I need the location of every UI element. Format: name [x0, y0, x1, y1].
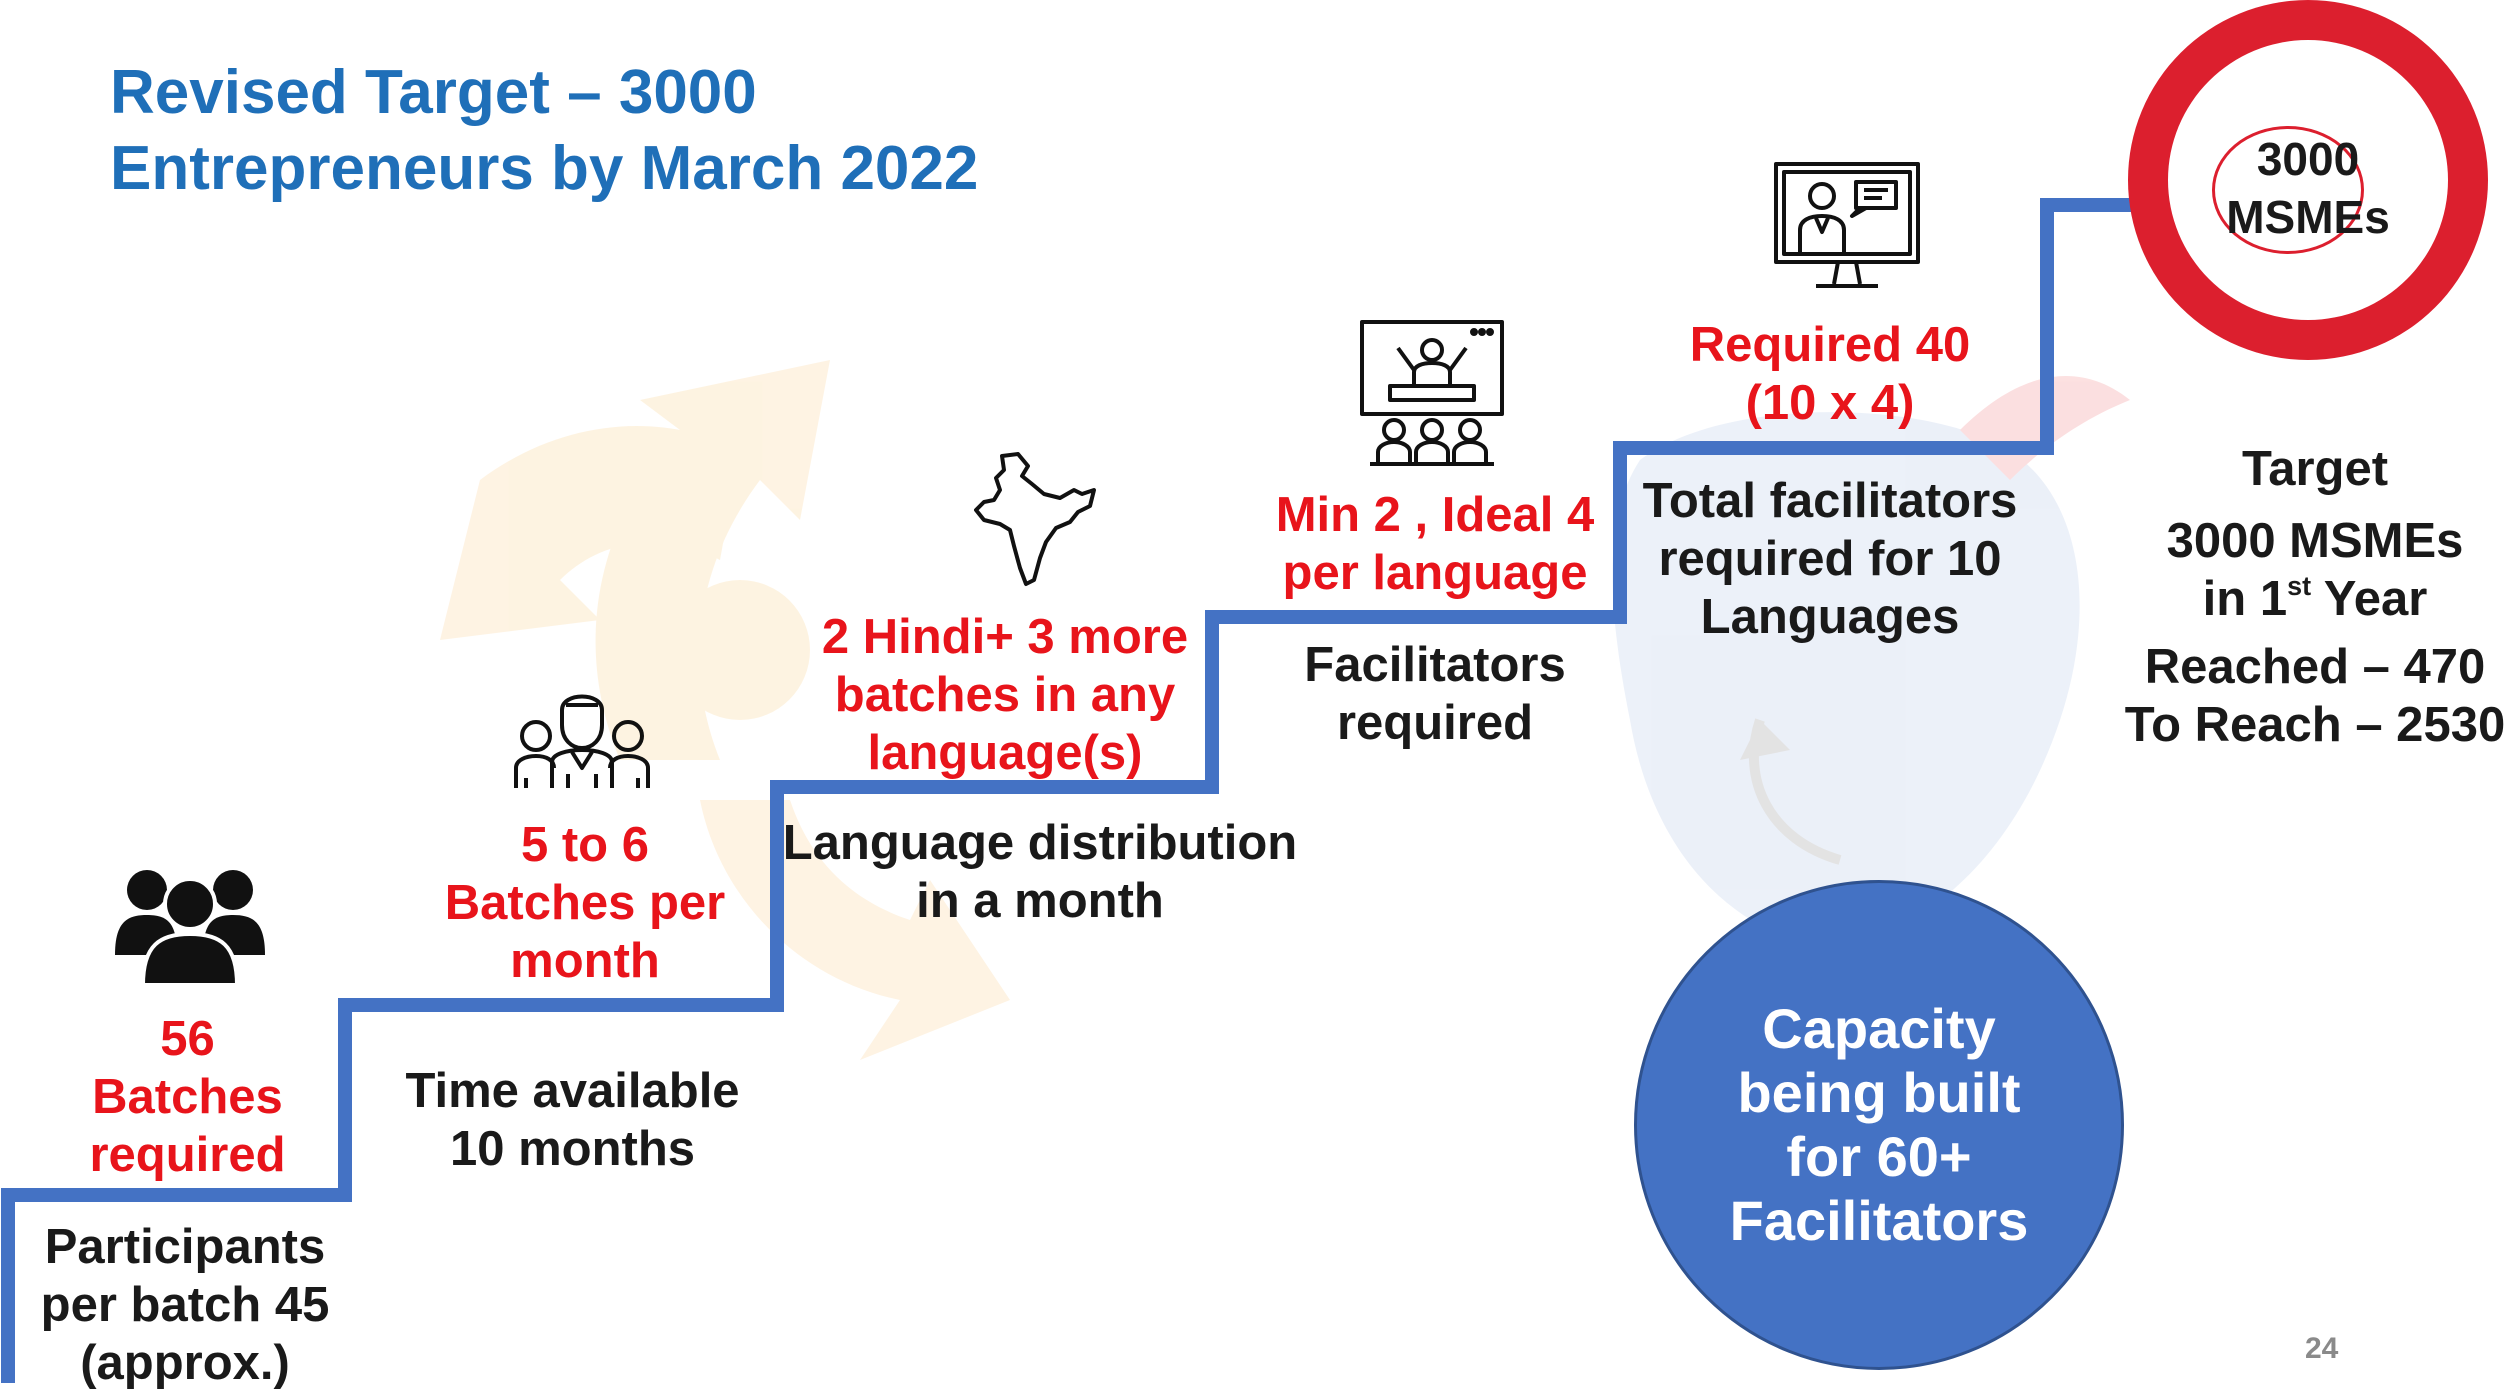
- title-line-2: Entrepreneurs by March 2022: [110, 134, 979, 203]
- online-trainer-icon: [1772, 160, 1922, 295]
- step-2-label: Time available 10 months: [380, 1062, 765, 1178]
- step-3-label-line: Language distribution: [782, 816, 1298, 870]
- step-2-label-line: Time available: [405, 1064, 740, 1118]
- step-3-label: Language distribution in a month: [775, 814, 1305, 930]
- capacity-line: Capacity: [1762, 997, 1996, 1060]
- step-5-label-line: Languages: [1700, 590, 1960, 644]
- step-4-label: Facilitators required: [1255, 636, 1615, 752]
- target-inner-outline: [2212, 126, 2364, 254]
- target-line-2-prefix: in 1: [2202, 572, 2288, 626]
- step-4-value-line: per language: [1282, 546, 1588, 600]
- capacity-text: Capacity being built for 60+ Facilitator…: [1689, 997, 2069, 1253]
- target-line-1: 3000 MSMEs: [2166, 514, 2464, 568]
- step-2-value-line: month: [510, 934, 660, 988]
- step-2-value-line: Batches per: [444, 876, 726, 930]
- step-3-value-line: 2 Hindi+ 3 more: [821, 610, 1189, 664]
- target-line-2: in 1st Year: [2110, 570, 2509, 628]
- classroom-presenter-icon: [1358, 318, 1506, 468]
- target-heading: Target: [2241, 442, 2389, 496]
- step-5-label-line: Total facilitators: [1642, 474, 2018, 528]
- capacity-line: being built: [1737, 1061, 2021, 1124]
- step-5-value: Required 40 (10 x 4): [1630, 316, 2030, 432]
- step-5-label-block: Total facilitators required for 10 Langu…: [1615, 472, 2045, 646]
- step-1-value-line: Batches: [92, 1070, 283, 1124]
- step-5-value-line: (10 x 4): [1745, 376, 1915, 430]
- step-3-value-line: language(s): [867, 726, 1143, 780]
- step-5-value-line: Required 40: [1689, 318, 1971, 372]
- capacity-line: for 60+: [1786, 1125, 1972, 1188]
- step-3-value-line: batches in any: [834, 668, 1176, 722]
- step-4-value-line: Min 2 , Ideal 4: [1275, 488, 1595, 542]
- page-number: 24: [2305, 1332, 2339, 1365]
- step-4-value: Min 2 , Ideal 4 per language: [1245, 486, 1625, 602]
- target-reached: Reached – 470: [2144, 640, 2486, 694]
- capacity-circle: Capacity being built for 60+ Facilitator…: [1634, 880, 2124, 1370]
- title-line-1: Revised Target – 3000: [110, 58, 757, 127]
- target-line-2-suffix: Year: [2311, 572, 2428, 626]
- step-1-label-line: Participants: [44, 1220, 326, 1274]
- target-ring-line: 3000: [2256, 133, 2360, 185]
- target-line-2-sup: st: [2287, 570, 2312, 601]
- step-2-value-line: 5 to 6: [521, 818, 649, 872]
- step-4-label-line: required: [1336, 696, 1534, 750]
- group-icon: [115, 860, 265, 985]
- step-3-value: 2 Hindi+ 3 more batches in any language(…: [805, 608, 1205, 782]
- target-ring-label: 3000 MSMEs: [2188, 130, 2428, 246]
- step-1-label-line: per batch 45: [40, 1278, 330, 1332]
- india-map-icon: [970, 450, 1100, 590]
- page-title: Revised Target – 3000 Entrepreneurs by M…: [110, 55, 1210, 207]
- step-2-value: 5 to 6 Batches per month: [410, 816, 760, 990]
- target-summary: Target 3000 MSMEs in 1st Year Reached – …: [2110, 440, 2509, 754]
- step-2-label-line: 10 months: [449, 1122, 696, 1176]
- step-1-value-line: 56: [160, 1012, 215, 1066]
- step-5-label-line: required for 10: [1658, 532, 2002, 586]
- team-people-icon: [512, 680, 652, 790]
- step-4-label-line: Facilitators: [1304, 638, 1566, 692]
- step-3-label-line: in a month: [916, 874, 1164, 928]
- target-to-reach: To Reach – 2530: [2124, 698, 2506, 752]
- capacity-line: Facilitators: [1729, 1189, 2029, 1252]
- step-1-label-line: (approx.): [80, 1336, 290, 1390]
- target-ring-line: MSMEs: [2226, 191, 2390, 243]
- step-1-value-line: required: [89, 1128, 286, 1182]
- step-1-label: Participants per batch 45 (approx.): [20, 1218, 350, 1392]
- step-1-value: 56 Batches required: [45, 1010, 330, 1184]
